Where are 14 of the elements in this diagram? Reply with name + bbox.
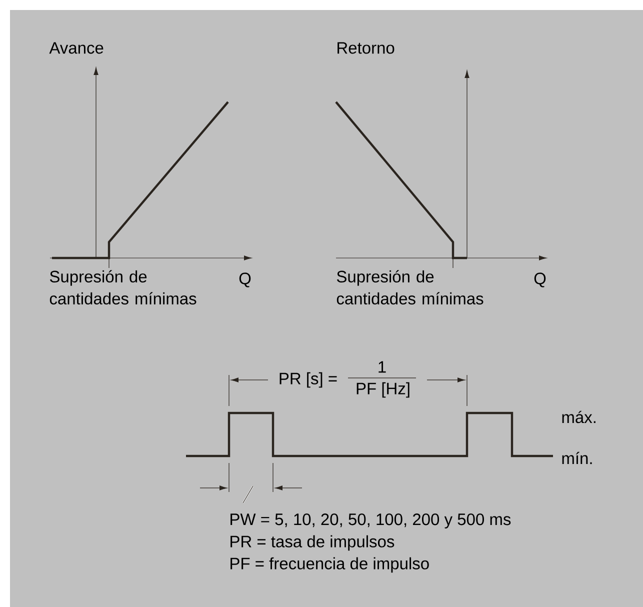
axis-label: Q [239, 272, 251, 288]
chart-title: Retorno [338, 42, 394, 54]
axis-caption: Supresión de cantidades mínimas [336, 270, 484, 304]
axis-caption: Supresión de cantidades mínimas [50, 270, 196, 304]
formula-text: 1 [378, 361, 386, 373]
level-label: mín. [562, 452, 592, 464]
axis-label: Q [534, 272, 546, 288]
note-text: PR = tasa de impulsos [230, 535, 394, 551]
note-text: PW = 5, 10, 20, 50, 100, 200 y 500 ms [230, 514, 511, 528]
chart-title: Avance [49, 42, 104, 54]
formula-text: PR [s] = [280, 372, 337, 388]
note-text: PF = frecuencia de impulso [230, 557, 429, 573]
formula-text: PF [Hz] [356, 382, 410, 398]
level-label: máx. [562, 410, 596, 424]
